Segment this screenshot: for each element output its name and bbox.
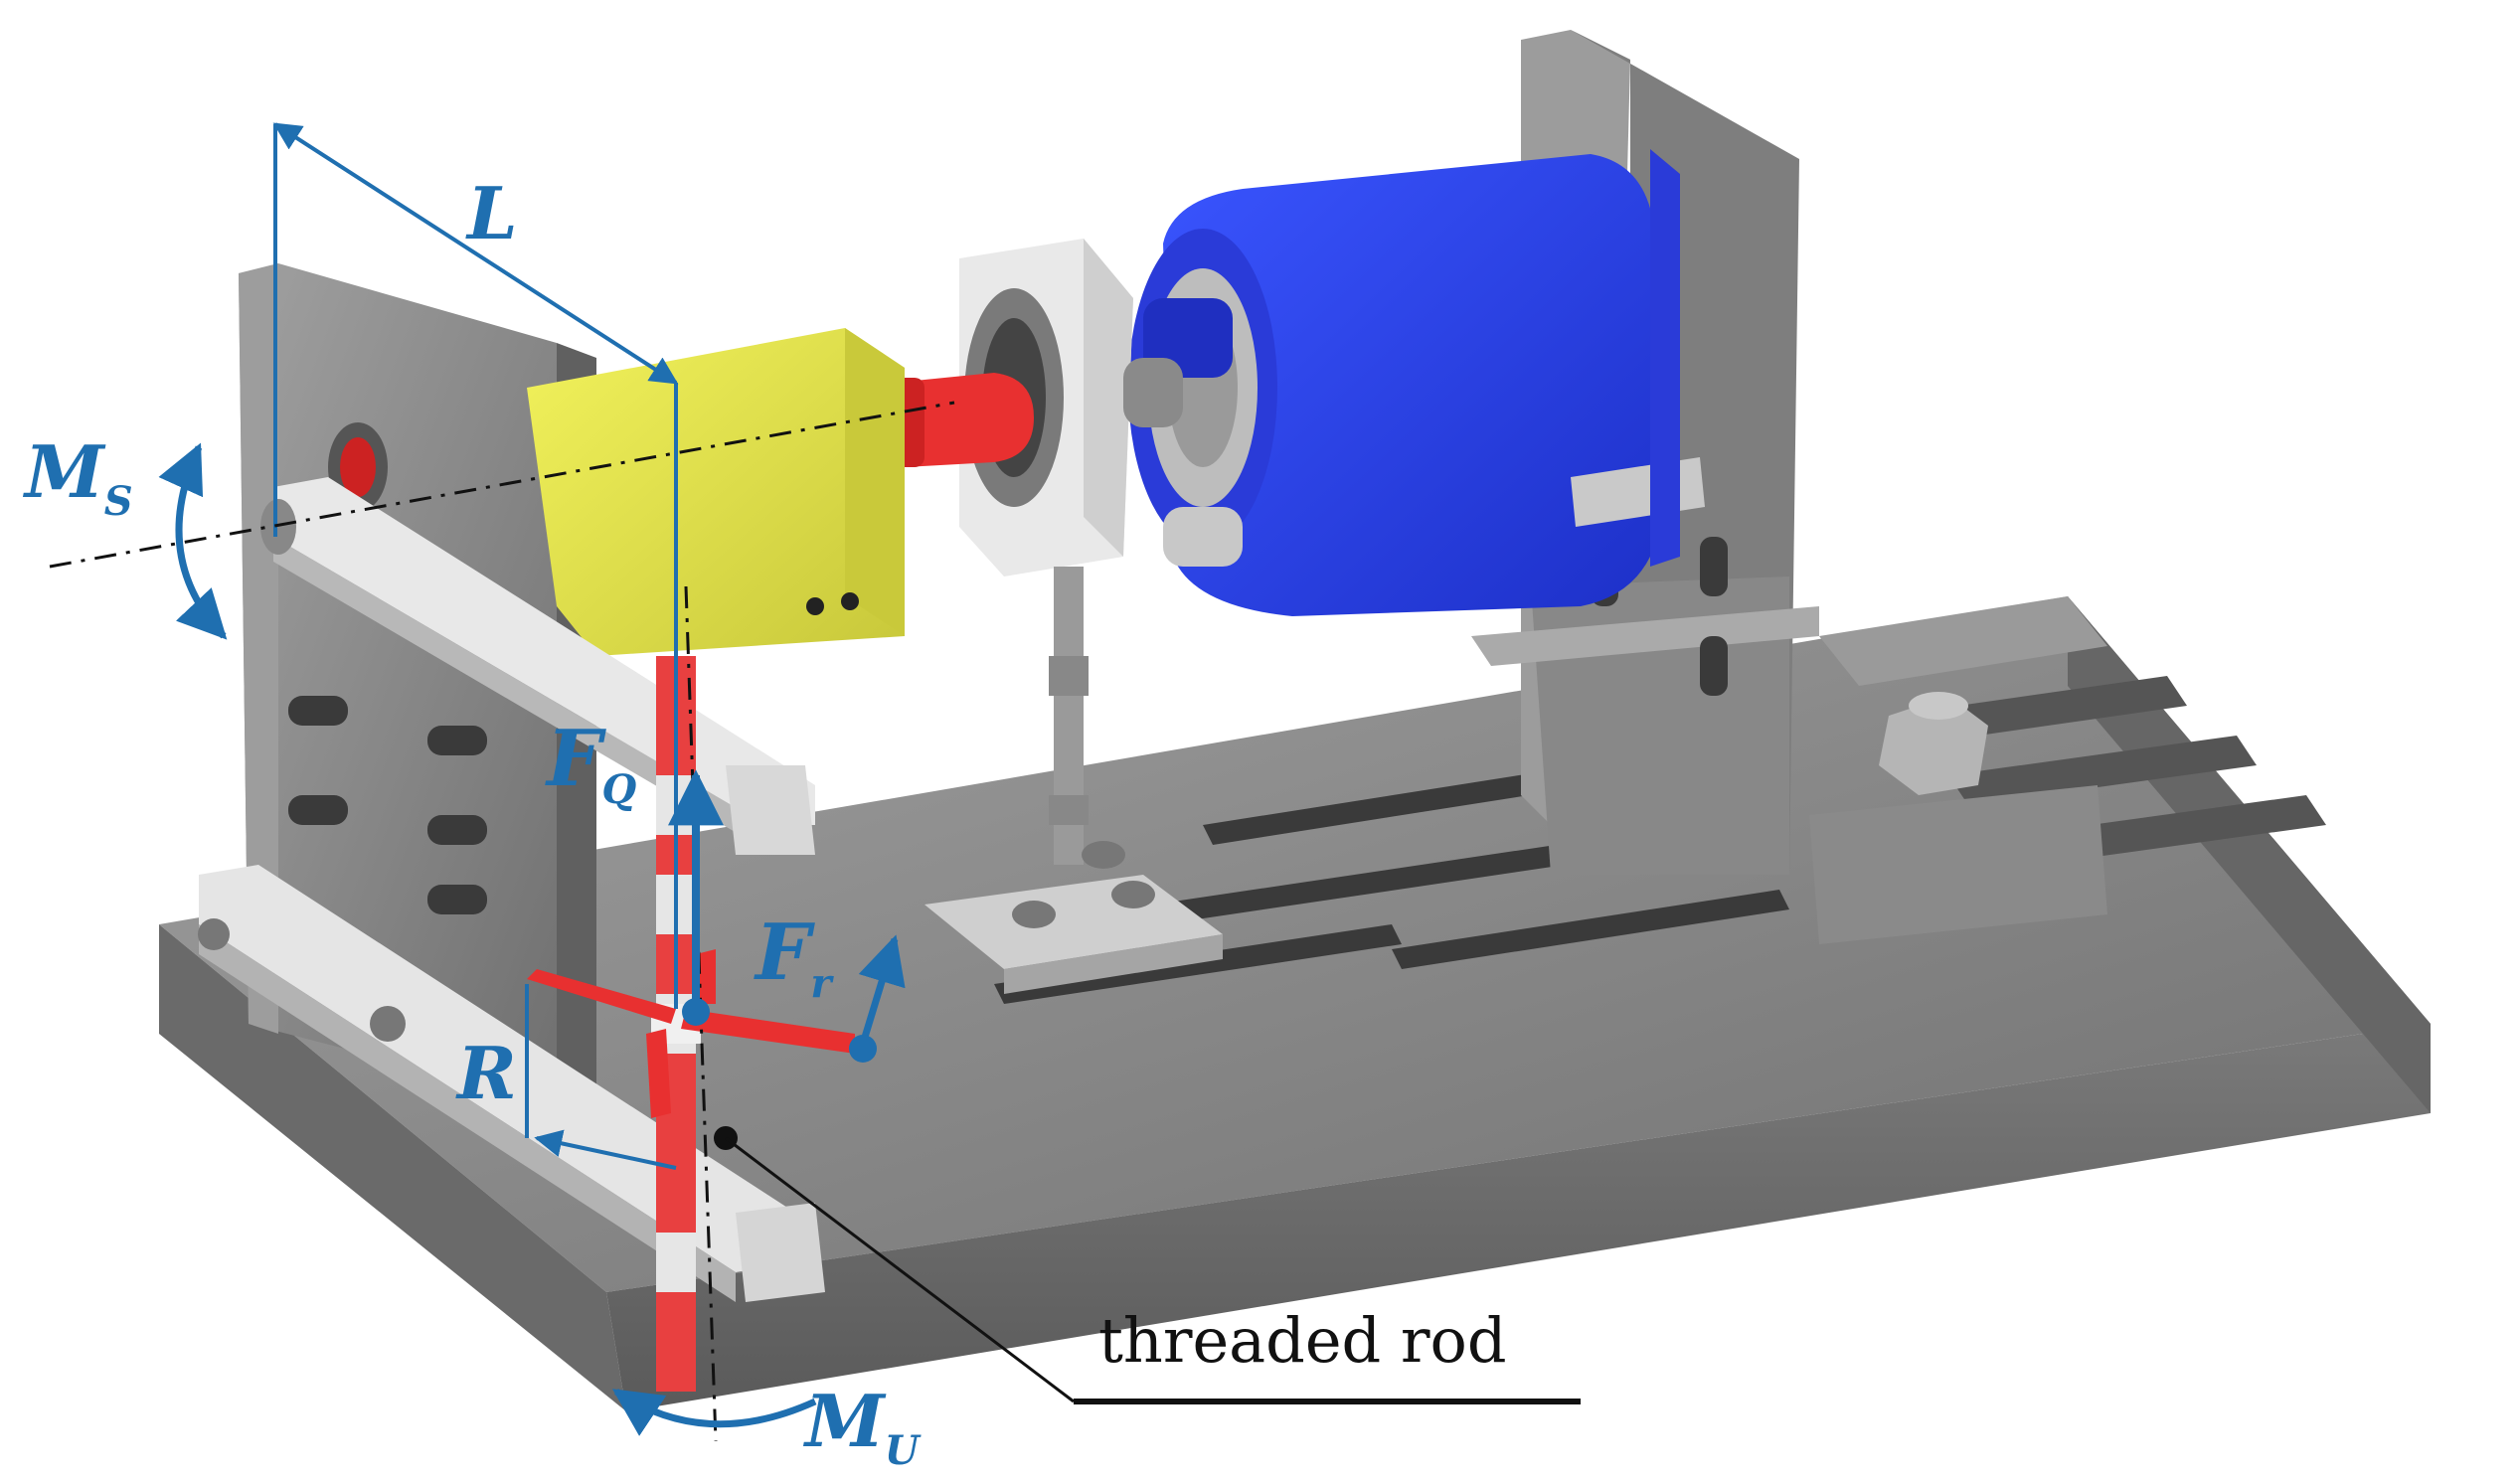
fq-origin-dot [682, 998, 710, 1026]
fr-origin-dot [849, 1035, 877, 1063]
label-ms-main: M [22, 429, 106, 514]
callout-leader-line [725, 1136, 1075, 1403]
mu-moment-arrow [611, 1389, 817, 1436]
fr-force-arrow [858, 934, 906, 1046]
callout-label: threaded rod [1098, 1304, 1507, 1377]
label-fq-sub: Q [601, 766, 636, 813]
label-mu-main: M [802, 1379, 887, 1463]
ms-moment-arrow [158, 442, 228, 640]
label-fq: FQ [545, 714, 636, 813]
label-fr-sub: r [810, 960, 834, 1007]
blue-motor [1128, 149, 1705, 616]
cross-handle [527, 949, 855, 1118]
annotation-dots [682, 998, 877, 1063]
dim-arrow-r [534, 1129, 677, 1170]
hex-bolt [1879, 692, 1988, 795]
dim-arrow-l [272, 122, 679, 385]
support-rod [924, 567, 1223, 994]
label-mu-sub: U [885, 1427, 922, 1474]
threaded-rod-callout: threaded rod [714, 1126, 1581, 1404]
label-fq-main: F [545, 714, 606, 804]
lower-bar [198, 865, 825, 1302]
label-fr-main: F [754, 907, 815, 998]
label-ms-sub: S [104, 478, 133, 525]
label-ms: MS [22, 429, 133, 525]
yellow-bracket [527, 328, 905, 656]
label-r: R [455, 1031, 517, 1115]
label-fr: Fr [754, 907, 834, 1007]
label-l: L [465, 171, 518, 255]
label-mu: MU [802, 1379, 922, 1474]
